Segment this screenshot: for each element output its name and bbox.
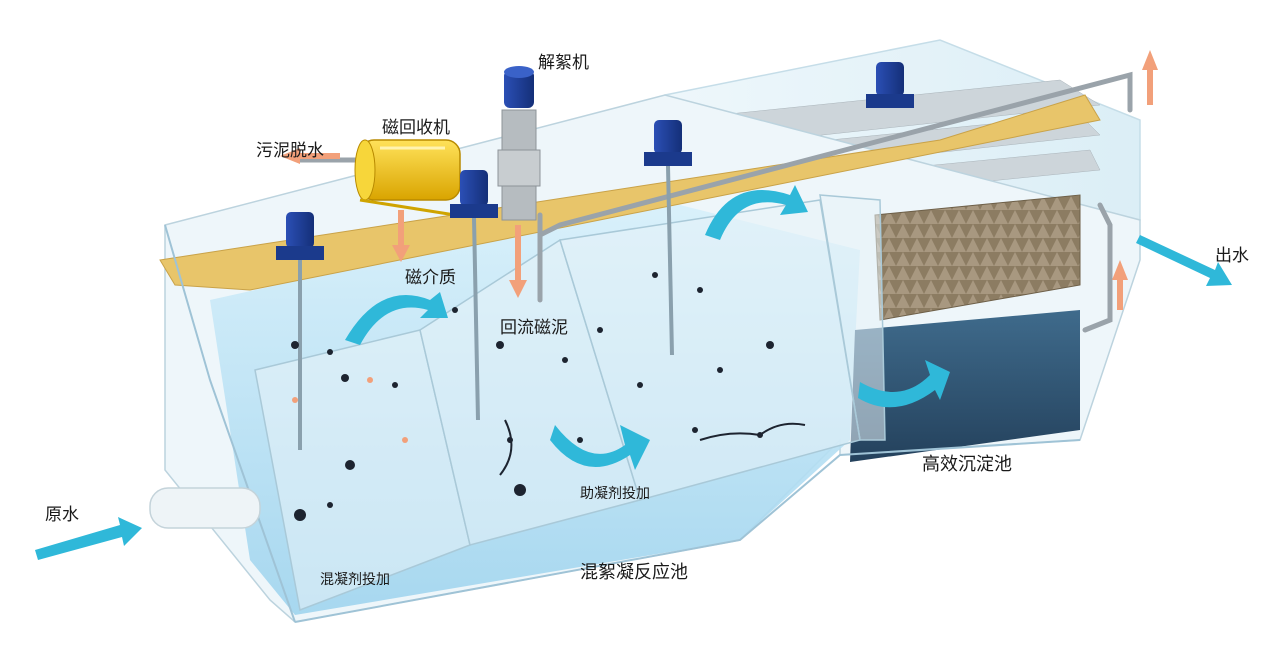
- label-magnetic-recovery: 磁回收机: [382, 118, 450, 138]
- label-deflocculator: 解絮机: [538, 53, 589, 73]
- label-coagulation-tank: 混絮凝反应池: [580, 562, 688, 583]
- label-inlet: 原水: [45, 505, 79, 525]
- label-return-magnetic-sludge: 回流磁泥: [500, 318, 568, 338]
- motor-icon: [504, 66, 534, 108]
- label-sludge-dewatering: 污泥脱水: [256, 141, 324, 161]
- pipework: [297, 71, 1133, 333]
- label-outlet: 出水: [1215, 246, 1249, 266]
- label-coagulant-dosing: 混凝剂投加: [320, 572, 390, 588]
- sedimentation-sludge: [850, 310, 1080, 462]
- indicator-arrow-icon: [280, 50, 1158, 443]
- motor-icon: [644, 120, 692, 356]
- inlet-pipe: [149, 487, 261, 529]
- motor-icon: [276, 212, 324, 450]
- flow-arrow-icon: [35, 185, 1232, 560]
- label-flocculant-aid-dosing: 助凝剂投加: [580, 486, 650, 502]
- motor-icon: [866, 62, 914, 108]
- label-magnetic-medium: 磁介质: [405, 268, 456, 288]
- label-sedimentation-tank: 高效沉淀池: [922, 454, 1012, 475]
- walkway: [159, 94, 1101, 291]
- deflocculator-column: [497, 109, 541, 221]
- magnetic-recovery-machine: [354, 139, 461, 217]
- floc-particles: [291, 272, 806, 521]
- motor-icon: [450, 170, 498, 421]
